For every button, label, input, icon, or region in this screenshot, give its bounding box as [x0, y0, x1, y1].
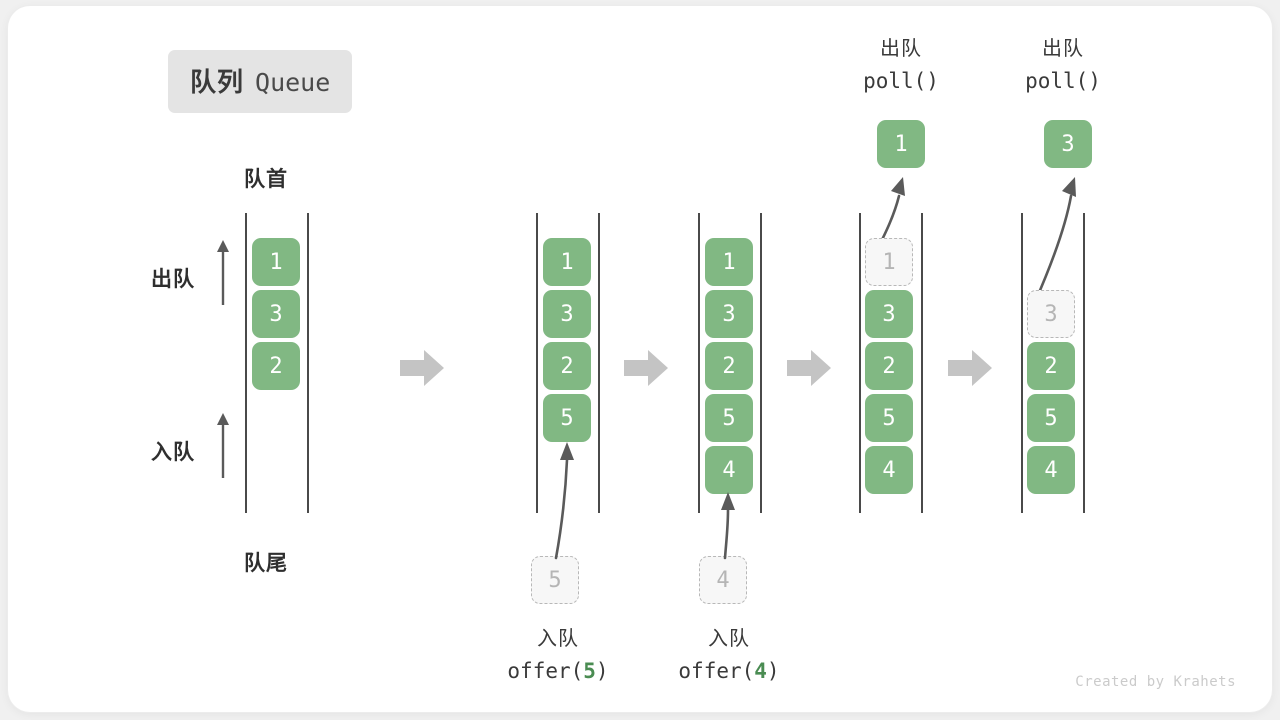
queue-cell: 5 [865, 394, 913, 442]
operation-label-poll-3: 出队 poll() [993, 34, 1133, 98]
queue-cell: 2 [1027, 342, 1075, 390]
queue-rail-right-1 [307, 213, 309, 513]
dequeue-direction-arrow-icon [217, 240, 229, 305]
operation-code-text: offer(4) [678, 659, 780, 683]
queue-rail-left-5 [1021, 213, 1023, 513]
queue-cell: 3 [252, 290, 300, 338]
label-queue-head: 队首 [244, 168, 288, 191]
step-arrow-icon [624, 350, 668, 386]
diagram-canvas: 队列 Queue 队首 队尾 出队 入队 1 3 2 1 3 2 5 5 入队 … [8, 6, 1272, 712]
operation-label-offer-4: 入队 offer(4) [649, 624, 809, 688]
operation-cn-text: 出队 [1042, 38, 1084, 60]
step-arrow-icon [787, 350, 831, 386]
operation-label-poll-1: 出队 poll() [831, 34, 971, 98]
operation-cn-text: 出队 [880, 38, 922, 60]
queue-cell-ghost: 3 [1027, 290, 1075, 338]
queue-cell: 1 [252, 238, 300, 286]
queue-cell: 4 [1027, 446, 1075, 494]
incoming-ghost-cell: 4 [699, 556, 747, 604]
queue-cell: 2 [543, 342, 591, 390]
queue-cell: 2 [705, 342, 753, 390]
queue-cell: 3 [543, 290, 591, 338]
step-arrow-icon [400, 350, 444, 386]
queue-rail-right-3 [760, 213, 762, 513]
operation-code-text: poll() [1025, 69, 1101, 93]
queue-rail-left-3 [698, 213, 700, 513]
operation-cn-text: 入队 [708, 628, 750, 650]
operation-label-offer-5: 入队 offer(5) [478, 624, 638, 688]
queue-cell: 2 [865, 342, 913, 390]
queue-cell: 1 [705, 238, 753, 286]
label-dequeue-direction: 出队 [151, 268, 195, 291]
title-english: Queue [255, 68, 331, 97]
diagram-title-badge: 队列 Queue [168, 50, 353, 113]
queue-cell: 3 [705, 290, 753, 338]
operation-code-text: poll() [863, 69, 939, 93]
incoming-ghost-cell: 5 [531, 556, 579, 604]
queue-cell: 4 [705, 446, 753, 494]
queue-cell: 3 [865, 290, 913, 338]
queue-cell: 5 [705, 394, 753, 442]
queue-rail-left-2 [536, 213, 538, 513]
operation-code-text: offer(5) [507, 659, 609, 683]
dequeue-motion-arrow-icon [1033, 177, 1076, 304]
enqueue-direction-arrow-icon [217, 413, 229, 478]
queue-cell: 2 [252, 342, 300, 390]
outgoing-cell: 3 [1044, 120, 1092, 168]
outgoing-cell: 1 [877, 120, 925, 168]
queue-rail-right-5 [1083, 213, 1085, 513]
queue-rail-right-4 [921, 213, 923, 513]
step-arrow-icon [948, 350, 992, 386]
queue-cell: 4 [865, 446, 913, 494]
operation-cn-text: 入队 [537, 628, 579, 650]
queue-cell: 5 [543, 394, 591, 442]
enqueue-motion-arrow-icon [721, 492, 735, 560]
enqueue-motion-arrow-icon [554, 442, 574, 560]
queue-rail-left-4 [859, 213, 861, 513]
label-queue-tail: 队尾 [244, 552, 288, 575]
credit-text: Created by Krahets [1075, 674, 1236, 690]
queue-rail-left-1 [245, 213, 247, 513]
label-enqueue-direction: 入队 [151, 441, 195, 464]
queue-rail-right-2 [598, 213, 600, 513]
queue-cell: 5 [1027, 394, 1075, 442]
title-chinese: 队列 [190, 67, 245, 97]
queue-cell: 1 [543, 238, 591, 286]
queue-cell-ghost: 1 [865, 238, 913, 286]
